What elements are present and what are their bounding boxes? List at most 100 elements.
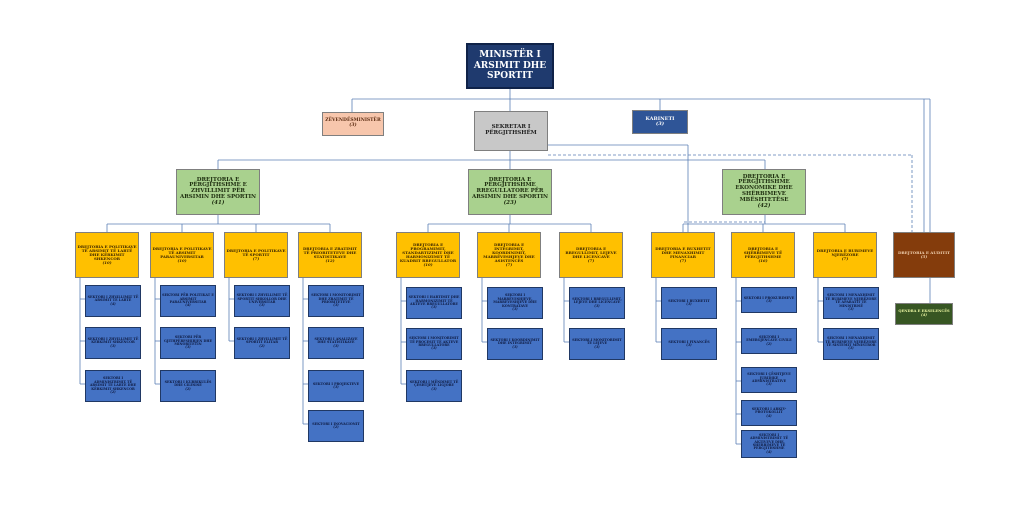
- sector-label: SEKTORI I MARRËVESHJEVE, MARRËVESHJEVE D…: [493, 293, 537, 308]
- sector-box: SEKTORI I BUXHETIT(3): [661, 287, 717, 319]
- sector-count: (3): [110, 343, 116, 348]
- deputy-count: (3): [349, 123, 357, 128]
- sector-label: SEKTORI I ADMINISTRIMIT TË ARSIMIT TË LA…: [89, 376, 137, 391]
- directorate-count: (12): [325, 258, 335, 264]
- sector-count: (3): [686, 343, 692, 347]
- sector-count: (3): [594, 344, 600, 349]
- audit-count: (5): [920, 254, 928, 259]
- sector-count: (3): [431, 386, 437, 391]
- directorate-count: (16): [758, 258, 768, 264]
- sector-count: (2): [333, 425, 339, 429]
- directorate-box: DREJTORIA E POLITIKAVE TË SPORTIT(7): [224, 232, 288, 278]
- sector-count: (4): [185, 303, 191, 308]
- sector-box: SEKTORI I MONITORIMIT TË PROCESIT TË AKT…: [406, 328, 462, 360]
- sector-label: SEKTORI I ZHVILLIMIT TË ARSIMIT TË LARTË: [87, 294, 139, 303]
- directorate-count: (10): [177, 258, 187, 264]
- sector-count: (3): [848, 307, 854, 312]
- sector-label: SEKTORI PËR GJITHPËRFSHIRJEN DHE MINORIT…: [163, 335, 213, 346]
- sector-count: (2): [110, 390, 116, 395]
- sector-label: SEKTORI I EMERGJENCAVE CIVILE: [746, 334, 792, 343]
- directorate-count: (10): [423, 262, 433, 268]
- sector-box: SEKTORI I PROKURIMEVE(3): [741, 287, 797, 313]
- directorate-count: (7): [841, 256, 849, 262]
- sector-label: SEKTORI I ZHVILLIMIT TË KËRKIMIT SHKENCO…: [87, 336, 139, 345]
- sector-box: SEKTORI I MONITORIMIT DHE ZBATIMIT TË PR…: [308, 285, 364, 317]
- sector-box: SEKTORI I ZHVILLIMIT TË KËRKIMIT SHKENCO…: [85, 327, 141, 359]
- sector-label: SEKTORI I KOORDINIMIT DHE INTEGRIMIT: [490, 337, 540, 346]
- sector-box: SEKTORI I FINANCËS(3): [661, 328, 717, 360]
- directorate-box: DREJTORIA E SHËRBIMEVE TË PËRGJITHSHME(1…: [731, 232, 795, 278]
- directorate-count: (10): [102, 260, 112, 266]
- sector-label: SEKTORI I INOVACIONIT: [312, 421, 360, 426]
- deputy-label: ZËVENDËSMINISTËR: [325, 118, 381, 124]
- directorate-label: DREJTORIA E INTEGRIMIT, KOORDINIMIT, MAR…: [483, 241, 535, 264]
- sector-box: SEKTORI I ÇËSHTJEVE JURIDIKE ADMINISTRAT…: [741, 367, 797, 393]
- sector-label: SEKTORI I ÇËSHTJEVE JURIDIKE ADMINISTRAT…: [747, 372, 791, 383]
- sector-box: SEKTORI I ZHVILLIMIT TË ARSIMIT TË LARTË…: [85, 285, 141, 317]
- sector-count: (4): [110, 301, 116, 306]
- directorate-label: DREJTORIA E POLITIKAVE TË ARSIMIT PARAUN…: [152, 245, 212, 259]
- general-directorate-regulatory: DREJTORIA E PËRGJITHSHME RREGULLATORE PË…: [468, 169, 552, 215]
- gd-count: (23): [503, 199, 517, 206]
- sector-box: SEKTORI I RREGULLIMIT, LEJEVE DHE LICENC…: [569, 287, 625, 319]
- sector-label: SEKTORI I KURRIKULËS DHE CILËSISË: [164, 379, 212, 388]
- sector-count: (3): [333, 343, 339, 348]
- directorate-label: DREJTORIA E ZBATIMIT TË PRIORITETEVE DHE…: [302, 245, 358, 259]
- sector-count: (2): [766, 341, 772, 346]
- sector-box: SEKTORI PËR GJITHPËRFSHIRJEN DHE MINORIT…: [160, 327, 216, 359]
- directorate-count: (7): [587, 258, 595, 264]
- sector-label: SEKTORI I MENAXHIMIT TË BURIMEVE NJERËZO…: [825, 293, 877, 308]
- audit-directorate-box: DREJTORIA E AUDITIT (5): [893, 232, 955, 278]
- gd-label: DREJTORIA E PËRGJITHSHME EKONOMIKE DHE S…: [735, 173, 793, 203]
- directorate-label: DREJTORIA E POLITIKAVE TË ARSIMIT TË LAR…: [77, 243, 137, 262]
- sector-count: (3): [766, 382, 772, 387]
- sector-box: SEKTORI I MENAXHIMIT TË BURIMEVE NJERËZO…: [823, 287, 879, 319]
- directorate-box: DREJTORIA E ZBATIMIT TË PRIORITETEVE DHE…: [298, 232, 362, 278]
- sector-count: (3): [431, 305, 437, 310]
- directorate-box: DREJTORIA E RREGULLIMIT, LEJEVE DHE LICE…: [559, 232, 623, 278]
- directorate-box: DREJTORIA E BUXHETIT DHE MENAXHIMIT FINA…: [651, 232, 715, 278]
- deputy-minister-box: ZËVENDËSMINISTËR (3): [322, 112, 384, 136]
- sector-box: SEKTORI I EMERGJENCAVE CIVILE(2): [741, 328, 797, 354]
- sector-box: SEKTORI I PROJEKTEVE(3): [308, 370, 364, 402]
- audit-label: DREJTORIA E AUDITIT: [897, 249, 951, 255]
- excellence-center-box: QENDRA E EKSELENCËS (4): [895, 303, 953, 325]
- sector-box: SEKTORI I MONITORIMIT TË LEJEVE(3): [569, 328, 625, 360]
- sector-count: (3): [431, 346, 437, 351]
- sector-count: (3): [512, 307, 518, 312]
- secretary-label: SEKRETAR I PËRGJITHSHËM: [485, 124, 537, 136]
- gd-label: DREJTORIA E PËRGJITHSHME E ZHVILLIMIT PË…: [179, 176, 257, 200]
- sector-box: SEKTORI I ADMINISTRIMIT TË ARSIMIT TË LA…: [85, 370, 141, 402]
- gd-label: DREJTORIA E PËRGJITHSHME RREGULLATORE PË…: [471, 176, 549, 200]
- sector-count: (3): [333, 385, 339, 389]
- sector-box: SEKTORI I ZHVILLIMIT TË SPORTIT ELITAR(2…: [234, 327, 290, 359]
- excellence-label: QENDRA E EKSELENCËS: [898, 309, 950, 314]
- gd-count: (42): [757, 202, 771, 209]
- sector-label: SEKTORI I ZHVILLIMIT TË SPORTIT ELITAR: [236, 336, 288, 345]
- sector-box: SEKTORI I HARTIMIT DHE HARMONIZIMIT TË A…: [406, 287, 462, 319]
- sector-box: SEKTORI I ARKIV-PROTOKOLLIT(4): [741, 400, 797, 426]
- directorate-box: DREJTORIA E POLITIKAVE TË ARSIMIT PARAUN…: [150, 232, 214, 278]
- sector-count: (2): [259, 343, 265, 348]
- sector-count: (3): [333, 303, 339, 308]
- sector-count: (3): [686, 302, 692, 306]
- gd-count: (41): [211, 199, 225, 206]
- minister-label: MINISTËR I ARSIMIT DHE SPORTIT: [473, 50, 547, 82]
- sector-box: SEKTORI I MENAXHIMIT TË BURIMEVE NJERËZO…: [823, 328, 879, 360]
- sector-count: (4): [766, 449, 772, 454]
- directorate-box: DREJTORIA E PROGRAMIMIT, STANDARTIZIMIT …: [396, 232, 460, 278]
- directorate-label: DREJTORIA E PROGRAMIMIT, STANDARTIZIMIT …: [399, 241, 457, 264]
- sector-label: SEKTORI I ANALIZAVE DHE STATISTIKAVE: [314, 336, 358, 345]
- sector-count: (4): [766, 413, 772, 418]
- directorate-label: DREJTORIA E BURIMEVE NJERËZORE: [816, 247, 874, 257]
- excellence-count: (4): [921, 313, 927, 317]
- sector-box: SEKTORI I MËNDIMIT TË ÇËSHTJEVE LIGJORE(…: [406, 370, 462, 402]
- sector-label: SEKTORI I PROJEKTEVE: [312, 381, 360, 386]
- sector-box: SEKTORI I MARRËVESHJEVE, MARRËVESHJEVE D…: [487, 287, 543, 319]
- sector-count: (3): [766, 299, 772, 303]
- sector-box: SEKTORI I ADMINISTRIMIT TË AKTIVEVE DHE …: [741, 430, 797, 458]
- directorate-label: DREJTORIA E POLITIKAVE TË SPORTIT: [226, 247, 286, 257]
- minister-box: MINISTËR I ARSIMIT DHE SPORTIT: [466, 43, 554, 89]
- cabinet-box: KABINETI (3): [632, 110, 688, 134]
